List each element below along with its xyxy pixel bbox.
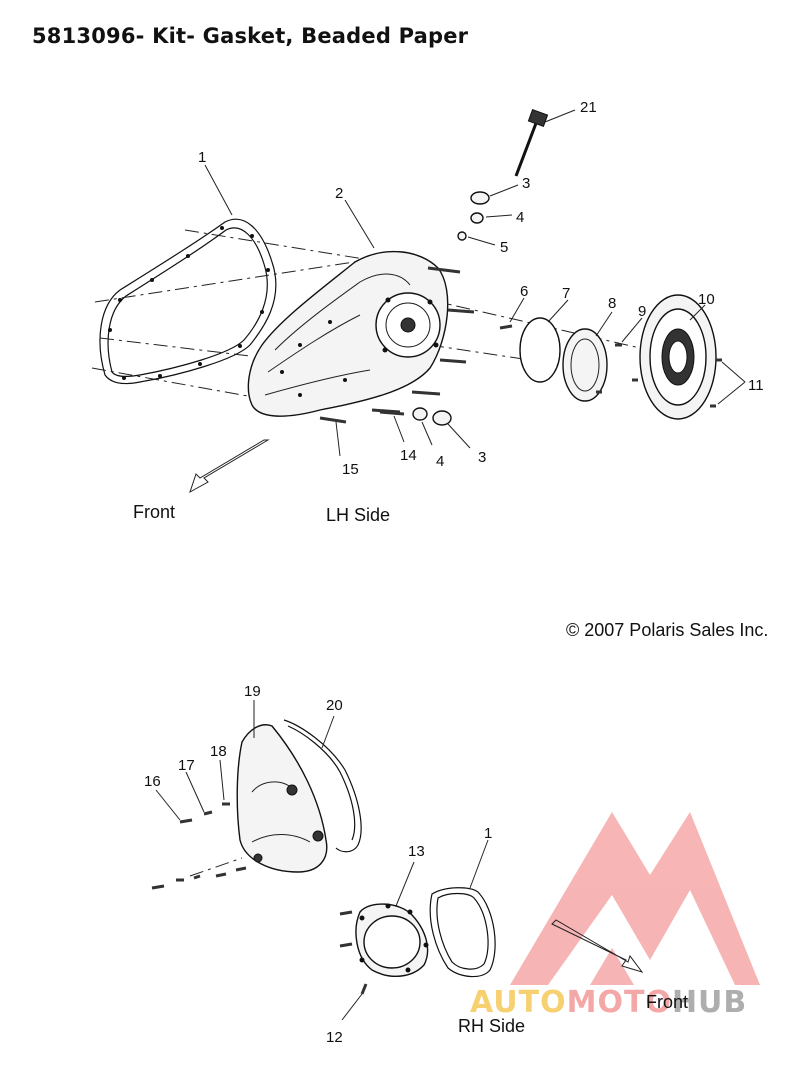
- callout-15: 15: [342, 461, 359, 478]
- rh-gasket-1: [429, 887, 496, 978]
- trim-ring-8: [562, 328, 608, 402]
- callout-16: 16: [144, 773, 161, 790]
- plug-3-lower: [432, 410, 452, 426]
- callout-10: 10: [698, 291, 715, 308]
- rh-gasket-20: [283, 719, 362, 853]
- watermark-hub: HUB: [671, 985, 748, 1020]
- lh-callouts: 1 2 3 4 5 6 7 8 9 10 11 14 4 3 15 21: [198, 99, 764, 478]
- lh-cover-bolts: [319, 266, 475, 424]
- page-title: 5813096- Kit- Gasket, Beaded Paper: [32, 24, 469, 48]
- front-arrow-lh: [189, 439, 270, 494]
- callout-12: 12: [326, 1029, 343, 1046]
- lh-side-label: LH Side: [326, 505, 391, 525]
- callout-17: 17: [178, 757, 195, 774]
- lh-gasket: [99, 218, 277, 385]
- callout-6: 6: [520, 283, 528, 300]
- callout-11: 11: [748, 377, 764, 394]
- rh-plate-13: [339, 903, 429, 995]
- watermark-logo: [510, 812, 760, 985]
- callout-1-rh: 1: [484, 825, 492, 842]
- rh-leaders: [155, 700, 489, 1021]
- plug-3-top: [470, 191, 490, 205]
- watermark-auto: AUTO: [470, 985, 567, 1020]
- watermark-text: AUTOMOTOHUB: [470, 985, 747, 1020]
- oring-4-lower: [412, 407, 428, 421]
- callout-3-lower: 3: [478, 449, 486, 466]
- callout-1: 1: [198, 149, 206, 166]
- rh-screws: [151, 802, 247, 890]
- callout-8: 8: [608, 295, 616, 312]
- callout-13: 13: [408, 843, 425, 860]
- callout-14: 14: [400, 447, 417, 464]
- gasket-7: [519, 317, 561, 383]
- screw-6: [499, 324, 513, 330]
- rh-cam-cover-19: [236, 724, 328, 873]
- callout-4-lower: 4: [436, 453, 444, 470]
- callout-5: 5: [500, 239, 508, 256]
- derby-cover-10: [639, 294, 717, 420]
- callout-20: 20: [326, 697, 343, 714]
- rh-side-label: RH Side: [458, 1016, 526, 1036]
- callout-9: 9: [638, 303, 646, 320]
- callout-2: 2: [335, 185, 343, 202]
- front-label-rh: Front: [646, 992, 689, 1012]
- callout-18: 18: [210, 743, 227, 760]
- callout-21: 21: [580, 99, 597, 116]
- callout-7: 7: [562, 285, 570, 302]
- rh-callouts: 19 20 16 17 18 13 1 12: [144, 683, 492, 1046]
- copyright-text: © 2007 Polaris Sales Inc.: [566, 620, 769, 640]
- watermark-moto: MOTO: [566, 985, 672, 1020]
- lh-primary-cover: [247, 250, 449, 417]
- callout-4: 4: [516, 209, 524, 226]
- front-arrow-rh: [551, 919, 644, 973]
- lh-leaders: [204, 109, 746, 457]
- bolt-14: [379, 410, 405, 416]
- callout-3: 3: [522, 175, 530, 192]
- oring-5: [457, 231, 467, 241]
- callout-19: 19: [244, 683, 261, 700]
- front-label-lh: Front: [133, 502, 176, 522]
- dipstick: [514, 108, 549, 177]
- oring-4-top: [470, 212, 484, 224]
